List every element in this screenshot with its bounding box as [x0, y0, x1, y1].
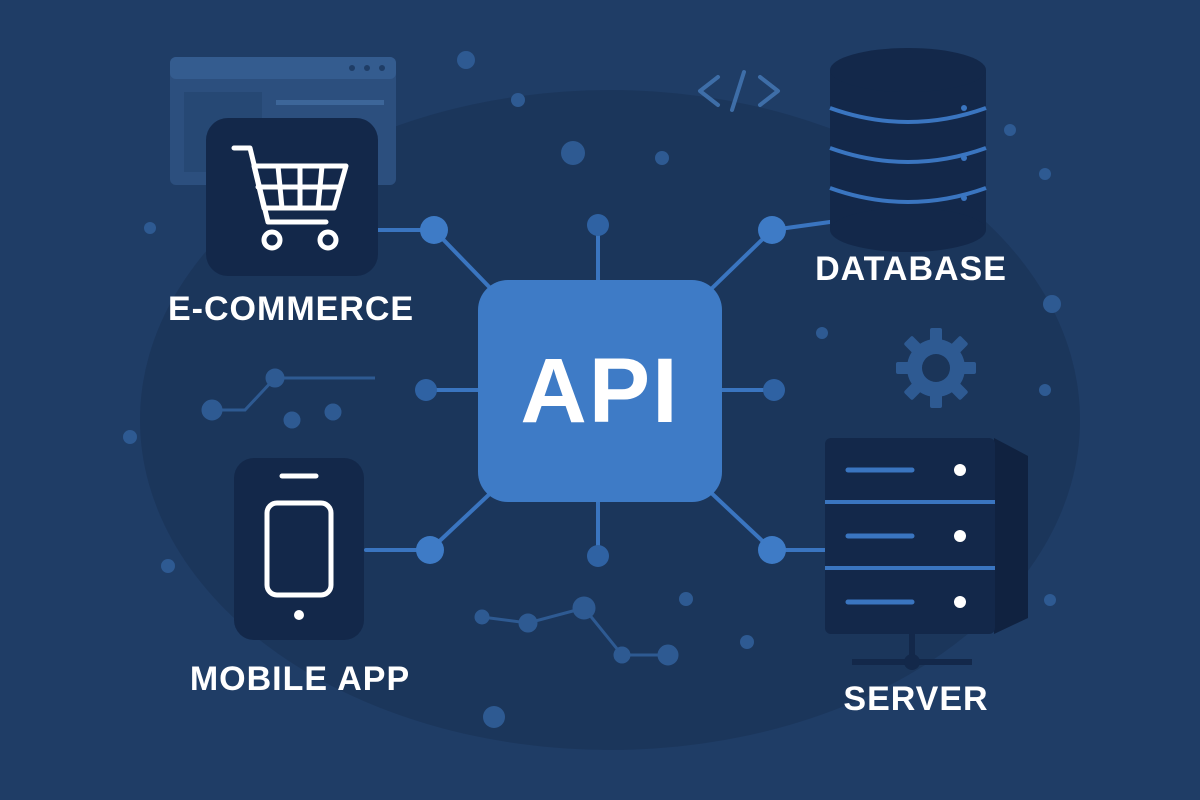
mobile-app-label: MOBILE APP	[189, 660, 411, 698]
gear-icon	[896, 328, 976, 408]
decorative-dots	[123, 51, 1061, 728]
mobile-node	[234, 458, 364, 640]
shopping-cart-icon	[231, 145, 349, 251]
api-box	[478, 280, 722, 502]
ecommerce-label: E-COMMERCE	[168, 290, 415, 328]
server-label: SERVER	[843, 680, 989, 718]
api-label: API	[520, 339, 680, 442]
ecommerce-tile	[206, 118, 378, 276]
decorative-network-left	[201, 368, 375, 429]
database-icon	[829, 48, 987, 252]
decorative-network-bottom	[474, 596, 679, 666]
ecommerce-node	[206, 118, 378, 276]
code-brackets-icon	[698, 70, 780, 112]
connector-nodes	[415, 214, 786, 567]
server-rack-icon	[825, 438, 1028, 670]
mobile-tile	[234, 458, 364, 640]
database-label: DATABASE	[815, 250, 1007, 288]
smartphone-icon	[264, 473, 334, 620]
